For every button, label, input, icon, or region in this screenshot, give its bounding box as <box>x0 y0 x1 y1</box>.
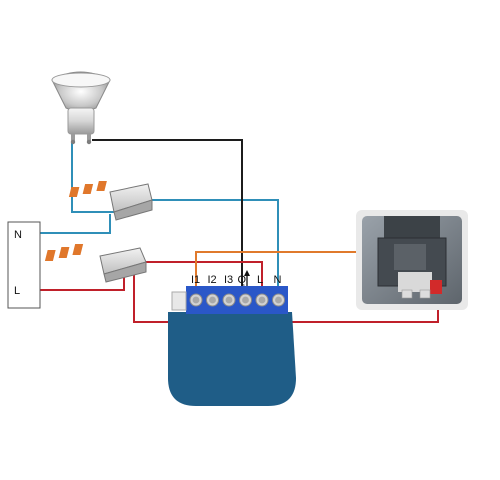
terminal-label-n: N <box>274 274 282 286</box>
terminal-screw-q <box>239 293 252 307</box>
wago-connector-icon <box>44 244 147 283</box>
supply-neutral-label: N <box>14 229 22 241</box>
terminal-label-i1: I1 <box>191 274 200 286</box>
terminal-label-i3: I3 <box>224 274 233 286</box>
live-wire-supply-to-connector <box>40 274 125 291</box>
terminal-label-q: Q <box>238 274 247 286</box>
supply-live-label: L <box>14 285 20 297</box>
arrow-up-icon <box>244 270 250 286</box>
wago-connector-icon <box>68 181 153 221</box>
terminal-screw-n <box>272 293 285 307</box>
neutral-wire-supply-to-connector <box>40 214 111 234</box>
terminal-screw-i1 <box>189 293 203 307</box>
wall-switch-icon <box>356 210 468 310</box>
terminal-screw-i3 <box>222 293 236 307</box>
terminal-label-i2: I2 <box>208 274 217 286</box>
load-wire-lamp-to-relay-q <box>92 139 243 292</box>
neutral-wire-connector-to-relay <box>145 199 279 292</box>
neutral-wire-connector-to-lamp <box>71 140 118 213</box>
terminal-screw-i2 <box>206 293 219 307</box>
live-wire-connector-to-relay-l <box>146 261 263 292</box>
terminal-screw-l <box>255 293 269 307</box>
terminal-label-l: L <box>257 274 263 286</box>
halogen-bulb-icon <box>51 71 111 145</box>
power-supply-box: N L <box>7 221 41 309</box>
